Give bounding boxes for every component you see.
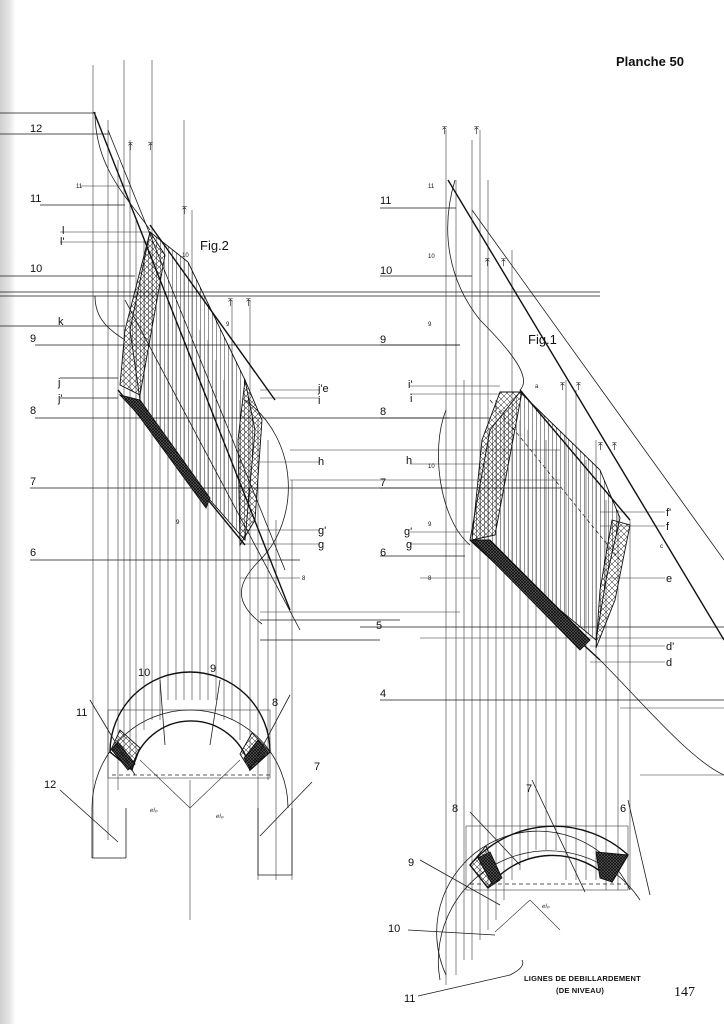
svg-text:9: 9 [428,522,432,528]
fig2-plan-9: 9 [210,663,216,675]
svg-text:⤒: ⤒ [128,141,133,153]
svg-text:ℯ/ₚ: ℯ/ₚ [216,814,224,820]
page-number: 147 [674,985,695,1000]
fig1-level-7: 7 [380,477,386,489]
fig1-plan-7: 7 [526,783,532,795]
figure-1-elevation: ⤒ ⤒ ⤒ ⤒ ⤒ ⤒ ⤒ ⤒ 11 10 9 8 7 6 4 5 i' i h… [360,125,724,1005]
svg-text:⤒: ⤒ [148,141,153,153]
fig1-level-10: 10 [380,265,392,277]
fig2-level-6: 6 [30,547,36,559]
svg-text:⤒: ⤒ [612,441,617,453]
svg-text:11: 11 [76,184,83,190]
svg-text:10: 10 [182,253,189,259]
fig2-level-8: 8 [30,405,36,417]
fig2-letter-h: h [318,456,324,468]
fig2-letter-j: j [57,377,60,389]
fig2-plan-11: 11 [76,707,87,719]
svg-text:ℯ/ₚ: ℯ/ₚ [150,808,158,814]
fig2-plan-10: 10 [138,667,150,679]
fig2-plan-7: 7 [314,761,320,773]
fig2-crosshatch-left [120,232,165,395]
svg-text:⤒: ⤒ [560,381,565,393]
fig1-letter-i: i [410,393,412,405]
fig1-letter-d: d [666,657,672,669]
svg-text:a: a [535,384,539,390]
fig1-level-6: 6 [380,547,386,559]
fig2-level-7: 7 [30,476,36,488]
fig1-letter-f: f [666,521,670,533]
fig1-label: Fig.1 [528,332,557,347]
fig2-label: Fig.2 [200,238,229,253]
svg-text:9: 9 [428,322,432,328]
fig2-plan-8: 8 [272,697,278,709]
figure-2-elevation: ⤒ ⤒ ⤒ ⤒ ⤒ 12 11 10 9 8 7 6 l l' k j j' j… [0,60,600,920]
fig1-level-4: 4 [380,688,386,700]
fig2-level-12: 12 [30,123,42,135]
fig1-letter-g: g [406,539,412,551]
svg-text:⤒: ⤒ [598,441,603,453]
fig1-level-8: 8 [380,406,386,418]
fig1-letter-g-prime: g' [404,526,412,538]
fig1-dark-strip [472,540,590,650]
fig1-plan-view: 8 7 6 9 10 11 ℯ/ₚ [388,780,650,1005]
plate-title: Planche 50 [616,54,684,69]
fig1-plan-10: 10 [388,923,400,935]
fig2-dark-strip [120,395,210,508]
fig1-crosshatch-right [596,520,630,648]
fig1-crosshatch-left [472,392,522,540]
svg-text:⤒: ⤒ [442,125,447,137]
svg-text:9: 9 [176,520,180,526]
svg-text:11: 11 [428,184,435,190]
fig2-plan-12: 12 [44,779,56,791]
svg-text:8: 8 [428,576,432,582]
svg-text:10: 10 [428,464,435,470]
svg-text:⤒: ⤒ [576,381,581,393]
fig2-letter-i: i [318,395,320,407]
svg-text:⤒: ⤒ [182,205,187,217]
fig1-plan-11: 11 [404,993,415,1005]
fig1-letter-f-prime: f' [666,507,671,519]
fig2-letter-je: j'e [317,383,329,395]
svg-text:8: 8 [302,576,306,582]
fig1-letter-e: e [666,573,672,585]
binding-shadow [0,0,16,1024]
svg-text:c: c [660,544,663,550]
fig2-level-9: 9 [30,333,36,345]
svg-text:9: 9 [226,322,230,328]
fig2-crosshatch-right [238,380,262,545]
svg-text:⤒: ⤒ [501,257,506,269]
caption-line-1: LIGNES DE DEBILLARDEMENT [524,974,641,983]
fig1-letter-i-prime: i' [408,379,413,391]
fig1-letter-h: h [406,455,412,467]
fig2-letter-g-prime: g' [318,525,326,537]
fig1-level-5: 5 [376,620,382,632]
fig2-letter-l-prime: l' [60,236,65,248]
fig2-level-10: 10 [30,263,42,275]
fig2-level-11: 11 [30,193,41,205]
fig1-level-9: 9 [380,334,386,346]
fig1-plan-8: 8 [452,803,458,815]
svg-text:ℯ/ₚ: ℯ/ₚ [542,904,550,910]
svg-text:⤒: ⤒ [228,297,233,309]
caption-line-2: (DE NIVEAU) [556,986,604,995]
fig2-letter-k: k [58,316,64,328]
fig1-level-11: 11 [380,195,391,207]
fig2-plan-view: 10 9 8 11 12 7 ℯ/ₚ ℯ/ₚ [44,663,320,920]
svg-text:⤒: ⤒ [474,125,479,137]
svg-text:⤒: ⤒ [246,297,251,309]
fig1-plan-6: 6 [620,803,626,815]
fig1-letter-d-prime: d' [666,641,674,653]
fig1-plan-9: 9 [408,857,414,869]
fig2-letter-j-prime: j' [57,393,63,405]
fig2-letter-g: g [318,539,324,551]
fig2-letter-l: l [62,225,64,237]
svg-text:10: 10 [428,254,435,260]
svg-text:⤒: ⤒ [485,257,490,269]
